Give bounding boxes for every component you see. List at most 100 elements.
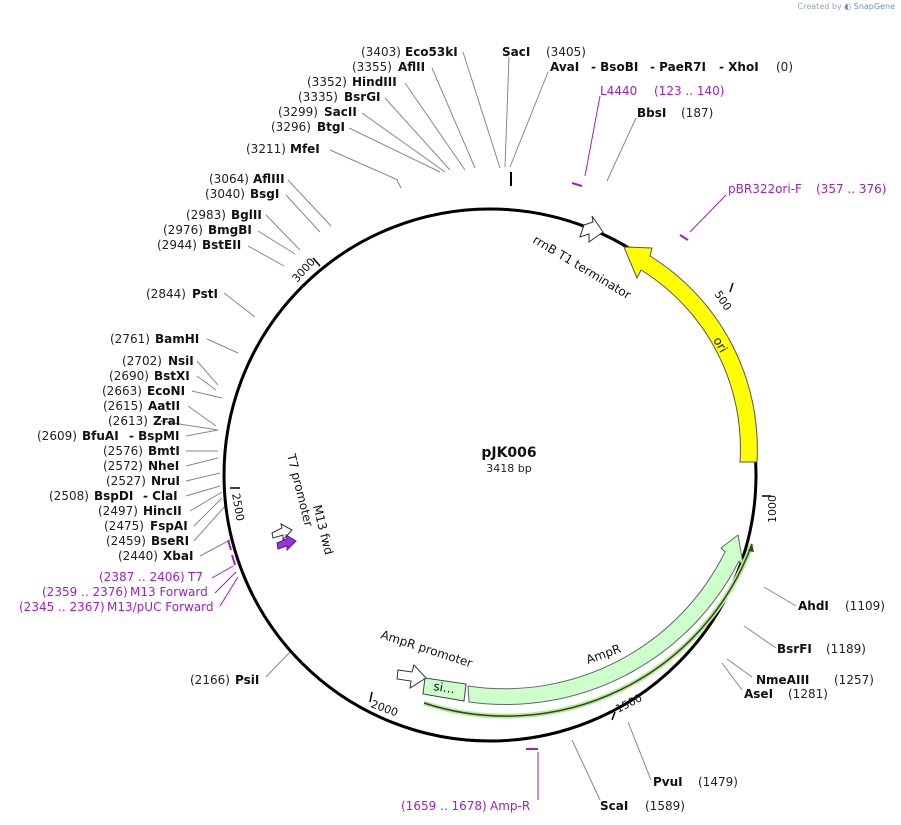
site-name[interactable]: AflII [398,60,425,74]
primer-name[interactable]: M13/pUC Forward [107,600,214,614]
site-name[interactable]: NmeAIII [756,673,809,687]
left-sites: (3064) AflIII (3040) BsgI (2983) BglII (… [37,172,285,687]
site-pos: (3335) [298,90,338,104]
site-pos: (1479) [698,775,738,789]
primer-name[interactable]: Amp-R [490,799,530,813]
site-name[interactable]: AflIII [253,172,285,186]
site-name[interactable]: SacII [324,105,357,119]
signal-label: si… [433,679,457,696]
tick-label-1500: 1500 [613,691,644,715]
site-name[interactable]: BglII [231,208,262,222]
site-name[interactable]: FspAI [150,519,188,533]
site-pos: (2527) [106,474,146,488]
tick-label-2500: 2500 [229,492,247,522]
site-name[interactable]: AseI [744,687,773,701]
ampr-promoter-feature[interactable] [396,664,427,689]
primer-range: (2345 .. 2367) [19,600,105,614]
t7-label: T7 promoter [284,451,316,528]
site-pos: (3064) [209,172,249,186]
site-pos: (2761) [110,332,150,346]
site-name[interactable]: BsrFI [777,642,812,656]
group-paer7i[interactable]: - PaeR7I [650,60,706,74]
rrnb-terminator-feature[interactable] [579,215,604,243]
site-pos: (3352) [307,75,347,89]
site-pos: (2613) [108,414,148,428]
site-pos: (2166) [190,673,230,687]
plasmid-length: 3418 bp [486,462,531,475]
site-name[interactable]: BstXI [154,369,190,383]
primer-range: (2387 .. 2406) [99,570,185,584]
site-pos: (3296) [271,120,311,134]
site-extra[interactable]: - BspMI [129,429,179,443]
site-pos: (1281) [788,687,828,701]
site-name[interactable]: BspDI [94,489,133,503]
ampr-feature[interactable] [467,534,744,706]
t7-promoter-feature[interactable] [271,523,293,542]
site-name[interactable]: BsrGI [344,90,381,104]
site-name[interactable]: MfeI [290,142,320,156]
site-extra[interactable]: - ClaI [143,489,178,503]
site-name[interactable]: PsiI [235,673,259,687]
site-name[interactable]: PstI [192,287,218,301]
site-name[interactable]: BsgI [250,187,279,201]
group-ava[interactable]: AvaI [550,60,579,74]
primer-name[interactable]: pBR322ori-F [728,182,802,196]
site-pos: (1109) [845,599,885,613]
bbsi-pos: (187) [681,106,713,120]
site-pos: (3299) [278,105,318,119]
site-name[interactable]: XbaI [163,549,193,563]
credit-prefix: Created by [797,2,842,11]
saci-pos: (3405) [546,45,586,59]
site-pos: (2609) [37,429,77,443]
site-name[interactable]: BmgBI [208,223,252,237]
site-pos: (3040) [205,187,245,201]
ori-feature[interactable] [623,246,758,463]
site-name[interactable]: BamHI [155,332,199,346]
site-name[interactable]: HindIII [352,75,397,89]
site-name[interactable]: BfuAI [82,429,119,443]
site-name[interactable]: NheI [148,459,179,473]
site-name[interactable]: BstEII [202,238,241,252]
site-name[interactable]: PvuI [653,775,683,789]
snapgene-credit: Created by ◐ SnapGene [798,2,895,11]
m13-fwd-feature[interactable] [276,533,297,552]
site-pos: (3403) [361,45,401,59]
site-name[interactable]: AhdI [798,599,829,613]
site-name[interactable]: Eco53kI [405,45,458,59]
site-name[interactable]: BmtI [148,444,180,458]
signal-feature[interactable] [422,677,467,702]
bbsi-name[interactable]: BbsI [637,106,666,120]
primer-range: (357 .. 376) [816,182,886,196]
site-pos: (2702) [122,354,162,368]
tick-label-1000: 1000 [766,495,779,523]
group-xhoi[interactable]: - XhoI [719,60,759,74]
site-name[interactable]: BseRI [151,534,189,548]
site-name[interactable]: NruI [151,474,180,488]
site-name[interactable]: EcoNI [147,384,185,398]
primer-name[interactable]: T7 [187,570,203,584]
site-name[interactable]: AatII [148,399,180,413]
credit-brand: SnapGene [853,2,895,11]
group-bsobi[interactable]: - BsoBI [591,60,638,74]
primer-range: (2359 .. 2376) [42,585,128,599]
site-pos: (2944) [157,238,197,252]
primer-name[interactable]: L4440 [600,84,637,98]
primer-name[interactable]: M13 Forward [130,585,208,599]
primer-connectors [211,95,727,800]
scale-ticks [230,257,771,721]
plasmid-name: pJK006 [481,445,536,461]
ori-label: ori [710,335,730,356]
site-pos: (2497) [98,504,138,518]
site-name[interactable]: NsiI [168,354,194,368]
site-pos: (2690) [109,369,149,383]
top-right-sites: SacI (3405) AvaI - BsoBI - PaeR7I - XhoI… [502,45,793,120]
site-name[interactable]: BtgI [317,120,345,134]
site-name[interactable]: ZraI [153,414,180,428]
site-name[interactable]: HincII [143,504,182,518]
site-pos: (1189) [826,642,866,656]
site-name[interactable]: ScaI [600,799,628,813]
site-pos: (2976) [163,223,203,237]
saci-name[interactable]: SacI [502,45,530,59]
m13-fwd-label: M13 fwd [310,503,336,556]
